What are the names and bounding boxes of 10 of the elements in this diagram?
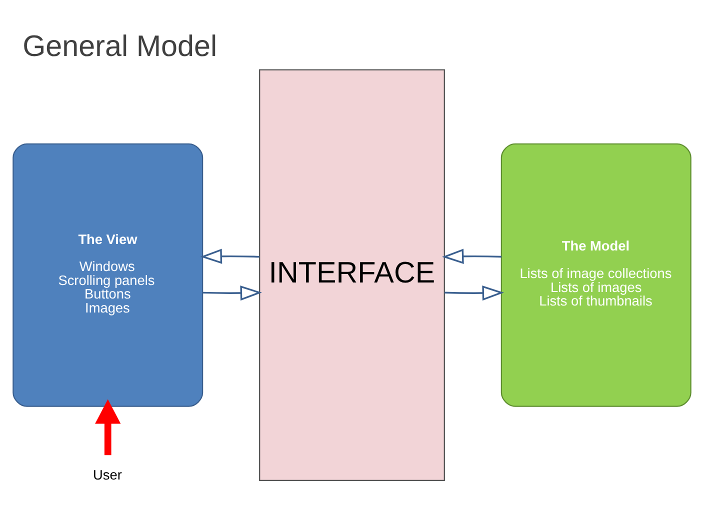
- node-text: User: [93, 466, 122, 482]
- arrow: [444, 284, 504, 300]
- arrow: [202, 284, 262, 300]
- arrow: [95, 398, 121, 455]
- diagram-title: General Model: [22, 29, 218, 62]
- node-box: The Model Lists of image collections Lists of images Lists of thumbnails: [500, 142, 692, 406]
- arrow: [200, 248, 260, 264]
- node-box: The View Windows Scrolling panels Buttons Images: [12, 142, 204, 406]
- node-box: INTERFACE: [259, 68, 445, 481]
- arrow: [442, 248, 502, 264]
